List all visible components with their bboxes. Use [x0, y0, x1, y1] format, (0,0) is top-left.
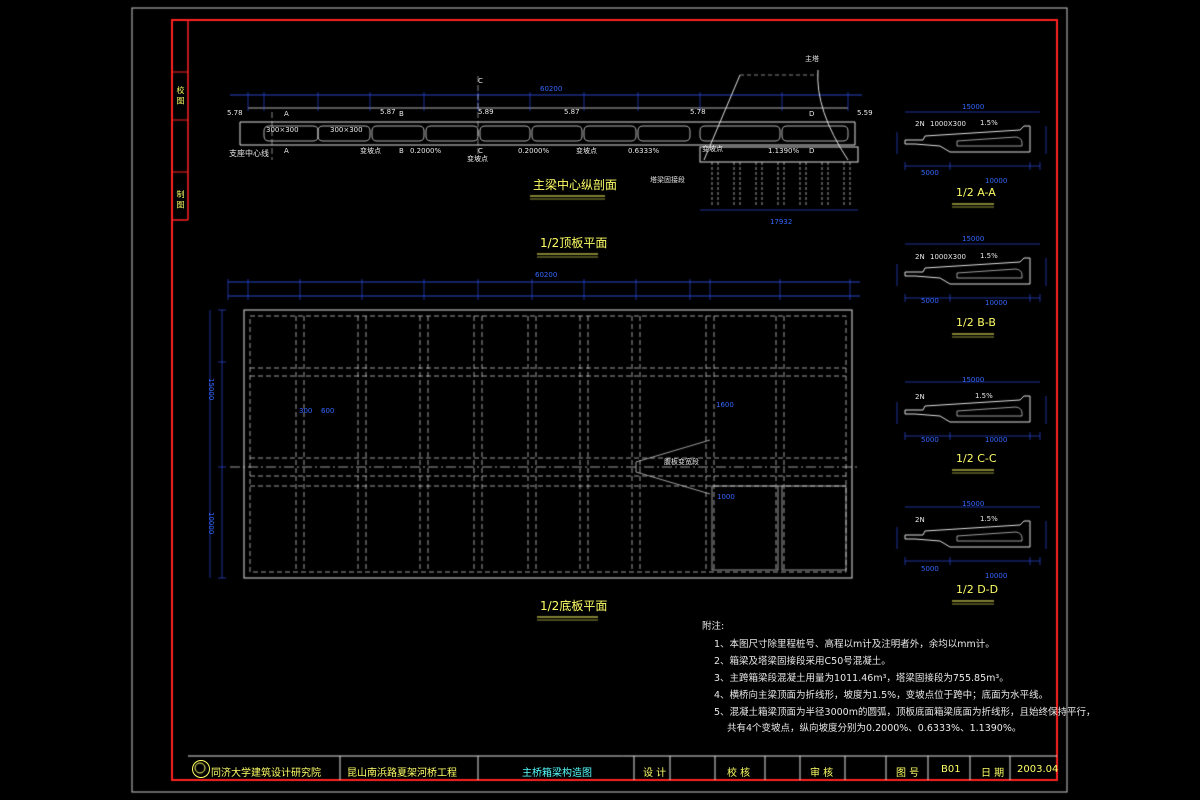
sec-dd-slope: 1.5% [980, 515, 998, 523]
tower-length: 17932 [770, 218, 793, 226]
sec-bb-dim-10000: 10000 [985, 299, 1008, 307]
slope-change-2: 变坡点 [467, 155, 488, 163]
title-block-org: 同济大学建筑设计研究院 [211, 768, 321, 779]
marker-b-bottom: B [399, 147, 404, 155]
sec-aa-web: 2N [915, 120, 925, 128]
sec-aa-width: 15000 [962, 103, 985, 111]
sec-bb-web: 2N [915, 253, 925, 261]
title-block-review: 审 核 [810, 768, 834, 779]
marker-c-top: C [478, 77, 483, 85]
sec-bb-slope: 1.5% [980, 252, 998, 260]
hole-label-1: 300×300 [266, 126, 299, 134]
note-4: 4、横桥向主梁顶面为折线形，坡度为1.5%，变坡点位于跨中；底面为水平线。 [714, 690, 1049, 701]
marker-c-bottom: C [478, 147, 483, 155]
sec-cc-slope: 1.5% [975, 392, 993, 400]
transition-label: 腹板变宽段 [664, 458, 699, 466]
slope-change-1: 变坡点 [360, 147, 381, 155]
section-bb-title: 1/2 B-B [956, 316, 996, 329]
support-line-label: 支座中心线 [229, 149, 269, 158]
thick-3: 5.89 [478, 108, 494, 116]
plan-dim-15000: 15000 [207, 378, 215, 401]
slope-change-3: 变坡点 [576, 147, 597, 155]
notes-heading: 附注: [702, 621, 725, 632]
title-block-drawing-title: 主桥箱梁构造图 [522, 768, 592, 779]
sec-dd-web: 2N [915, 516, 925, 524]
marker-b-top: B [399, 110, 404, 118]
title-block-check: 校 核 [727, 768, 751, 779]
side-strip-check: 校 图 [176, 86, 185, 105]
bottom-plan-title: 1/2底板平面 [540, 599, 608, 613]
hole-label-2: 300×300 [330, 126, 363, 134]
section-aa-title: 1/2 A-A [956, 186, 996, 199]
slope-change-4: 变坡点 [702, 145, 723, 153]
thick-4: 5.87 [564, 108, 580, 116]
title-block-project: 昆山南浜路夏架河桥工程 [347, 768, 457, 779]
sec-bb-opening: 1000X300 [930, 253, 966, 261]
plan-dim-10000: 10000 [207, 512, 215, 535]
sec-aa-dim-5000: 5000 [921, 169, 939, 177]
tower-label: 主塔 [805, 55, 819, 63]
title-block-date-label: 日 期 [981, 768, 1005, 779]
sec-bb-dim-5000: 5000 [921, 297, 939, 305]
plan-total-length: 60200 [535, 271, 558, 279]
note-3: 3、主跨箱梁段混凝土用量为1011.46m³，塔梁固接段为755.85m³。 [714, 673, 1009, 684]
slope-label-3: 0.2000% [518, 147, 550, 155]
slope-label-5: 1.1390% [768, 147, 800, 155]
top-plan-title: 1/2顶板平面 [540, 236, 608, 250]
plan-dim-1600: 1600 [716, 401, 734, 409]
institute-logo [192, 760, 210, 778]
plan-dim-300: 300 [299, 407, 313, 415]
note-1: 1、本图尺寸除里程桩号、高程以m计及注明者外，余均以mm计。 [714, 639, 995, 650]
section-dd-title: 1/2 D-D [956, 583, 999, 596]
thick-1: 5.78 [227, 109, 243, 117]
tower-link-label: 塔梁固接段 [650, 176, 685, 184]
title-block-date: 2003.04 [1017, 764, 1059, 775]
title-block-sheet-label: 图 号 [896, 768, 920, 779]
sec-dd-dim-10000: 10000 [985, 572, 1008, 580]
sec-cc-width: 15000 [962, 376, 985, 384]
thick-6: 5.59 [857, 109, 873, 117]
title-block-sheet-no: B01 [941, 764, 961, 775]
elevation-title: 主梁中心纵剖面 [533, 178, 618, 192]
side-strip-draw: 制 图 [176, 190, 185, 209]
sec-cc-web: 2N [915, 393, 925, 401]
note-2: 2、箱梁及塔梁固接段采用C50号混凝土。 [714, 656, 891, 667]
sec-cc-dim-5000: 5000 [921, 436, 939, 444]
sec-aa-slope: 1.5% [980, 119, 998, 127]
sec-aa-dim-10000: 10000 [985, 177, 1008, 185]
sec-bb-width: 15000 [962, 235, 985, 243]
section-cc-title: 1/2 C-C [956, 452, 997, 465]
slope-label-2: 0.2000% [410, 147, 442, 155]
thick-2: 5.87 [380, 108, 396, 116]
plan-dim-1000: 1000 [717, 493, 735, 501]
marker-d-top: D [809, 110, 815, 118]
thick-5: 5.78 [690, 108, 706, 116]
marker-a-bottom: A [284, 147, 289, 155]
marker-a-top: A [284, 110, 289, 118]
sec-dd-dim-5000: 5000 [921, 565, 939, 573]
title-block-design: 设 计 [643, 768, 667, 779]
plan-dim-600: 600 [321, 407, 335, 415]
note-5-cont: 共有4个变坡点，纵向坡度分别为0.2000%、0.6333%、1.1390%。 [727, 723, 1022, 734]
slope-label-4: 0.6333% [628, 147, 660, 155]
elev-total-length: 60200 [540, 85, 563, 93]
sec-dd-width: 15000 [962, 500, 985, 508]
sec-cc-dim-10000: 10000 [985, 436, 1008, 444]
sec-aa-opening: 1000X300 [930, 120, 966, 128]
marker-d-bottom: D [809, 147, 815, 155]
note-5: 5、混凝土箱梁顶面为半径3000m的圆弧，顶板底面箱梁底面为折线形，且始终保持平… [714, 707, 1096, 718]
